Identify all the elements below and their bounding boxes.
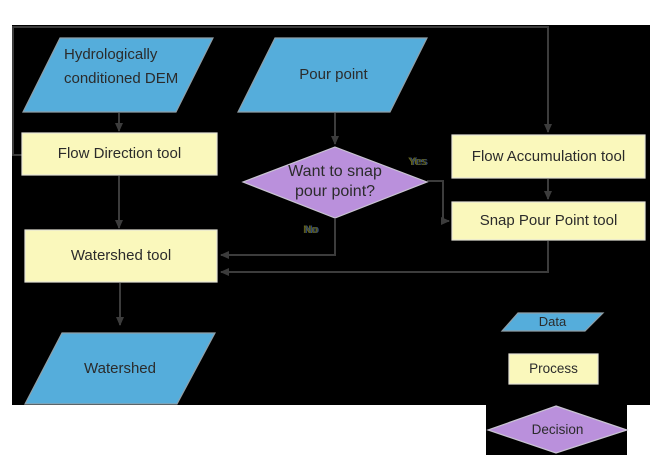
- watershed-label: Watershed: [84, 359, 156, 377]
- snap-pour-point-label: Snap Pour Point tool: [479, 212, 618, 229]
- flow-accumulation-label: Flow Accumulation tool: [471, 147, 626, 165]
- node-pour-point-parallelogram: [237, 37, 428, 113]
- edge-snappourpoint-to-watershedtool: [220, 241, 549, 276]
- node-watershed-parallelogram: [24, 332, 217, 405]
- yes-edge-label: Yes: [409, 156, 427, 168]
- node-flow-direction-rect: [21, 132, 218, 176]
- dem-label: Hydrologically conditioned DEM: [64, 46, 179, 87]
- node-decision-diamond: [241, 146, 429, 219]
- legend-process-label: Process: [529, 361, 578, 376]
- edge-decision-yes-to-snappourpoint: [427, 180, 450, 225]
- edge-decision-no-to-watershedtool: [220, 219, 336, 259]
- legend-decision-label: Decision: [531, 421, 584, 437]
- legend-data-label: Data: [538, 314, 567, 329]
- decision-label: Want to snap pour point?: [288, 163, 382, 200]
- pour-point-label: Pour point: [299, 66, 368, 83]
- flow-direction-label: Flow Direction tool: [57, 145, 182, 162]
- node-snap-pour-point-rect: [451, 201, 646, 241]
- edge-flowdirection-to-flowaccumulation: [12, 26, 552, 156]
- no-edge-label: No: [304, 224, 319, 236]
- node-dem-parallelogram: [22, 37, 214, 113]
- legend-process-rect: [508, 353, 599, 385]
- legend-decision-diamond: [486, 405, 629, 454]
- node-flow-accumulation-rect: [451, 134, 646, 179]
- watershed-tool-label: Watershed tool: [70, 247, 172, 264]
- legend-data-parallelogram: [500, 312, 605, 332]
- node-watershed-tool-rect: [24, 229, 218, 283]
